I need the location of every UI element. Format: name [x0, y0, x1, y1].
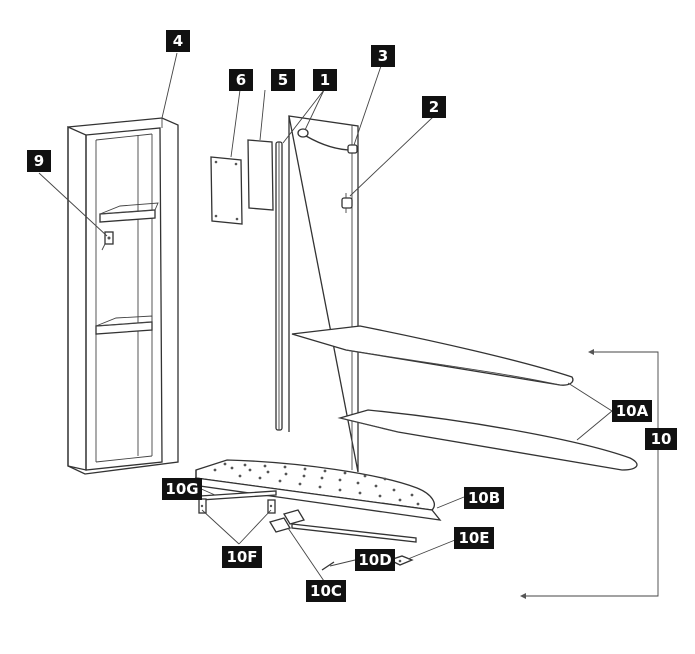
cabinet-frame — [67, 117, 179, 475]
callout-10: 10 — [645, 428, 677, 450]
rod-1 — [275, 141, 283, 431]
leg-bar — [291, 523, 417, 571]
callout-10F: 10F — [222, 546, 262, 568]
callout-10D: 10D — [355, 549, 395, 571]
light-assembly-3 — [297, 128, 358, 154]
leader-lines — [38, 52, 613, 585]
panel-5 — [247, 139, 274, 211]
callout-9: 9 — [27, 150, 51, 172]
callout-1: 1 — [313, 69, 337, 91]
back-panel — [288, 115, 359, 473]
callout-10G: 10G — [162, 478, 202, 500]
callout-5: 5 — [271, 69, 295, 91]
board-pad-lower — [337, 409, 638, 471]
hinge-brackets — [198, 498, 276, 514]
mounting-plate-6 — [210, 156, 243, 225]
shelf-bracket — [101, 231, 114, 251]
callout-10A: 10A — [612, 400, 652, 422]
board-holes — [213, 462, 420, 506]
switch-2 — [341, 193, 353, 213]
callout-3: 3 — [371, 45, 395, 67]
ironing-board — [194, 459, 442, 521]
callout-2: 2 — [422, 96, 446, 118]
board-cover-upper — [291, 325, 574, 386]
support-arm — [199, 490, 277, 501]
leg-brackets — [269, 509, 305, 533]
callout-10C: 10C — [306, 580, 346, 602]
callout-6: 6 — [229, 69, 253, 91]
callout-10E: 10E — [454, 527, 494, 549]
callout-4: 4 — [166, 30, 190, 52]
latch — [388, 555, 414, 566]
group-bracket-10 — [520, 349, 659, 599]
callout-10B: 10B — [464, 487, 504, 509]
